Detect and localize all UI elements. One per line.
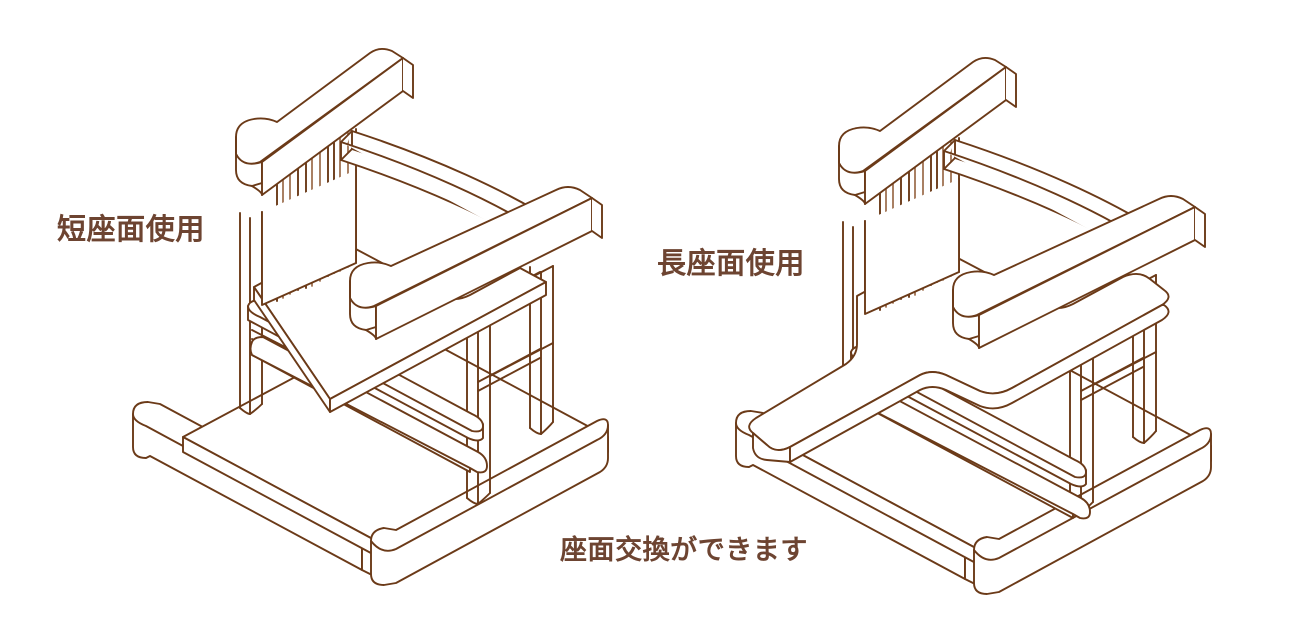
left-armrest — [235, 47, 414, 196]
right-armrest — [952, 195, 1206, 349]
back-bottom-rail — [261, 169, 357, 306]
label-long-seat: 長座面使用 — [657, 246, 805, 280]
label-short-seat: 短座面使用 — [57, 212, 205, 246]
seat-panel-long — [748, 252, 1170, 463]
chair-short-seat-group — [132, 47, 609, 586]
chair-long-seat-group — [735, 56, 1212, 595]
back-bottom-rail — [864, 178, 960, 315]
left-armrest — [838, 56, 1017, 205]
caption-seat-exchange: 座面交換ができます — [560, 535, 808, 566]
right-armrest — [349, 186, 603, 340]
